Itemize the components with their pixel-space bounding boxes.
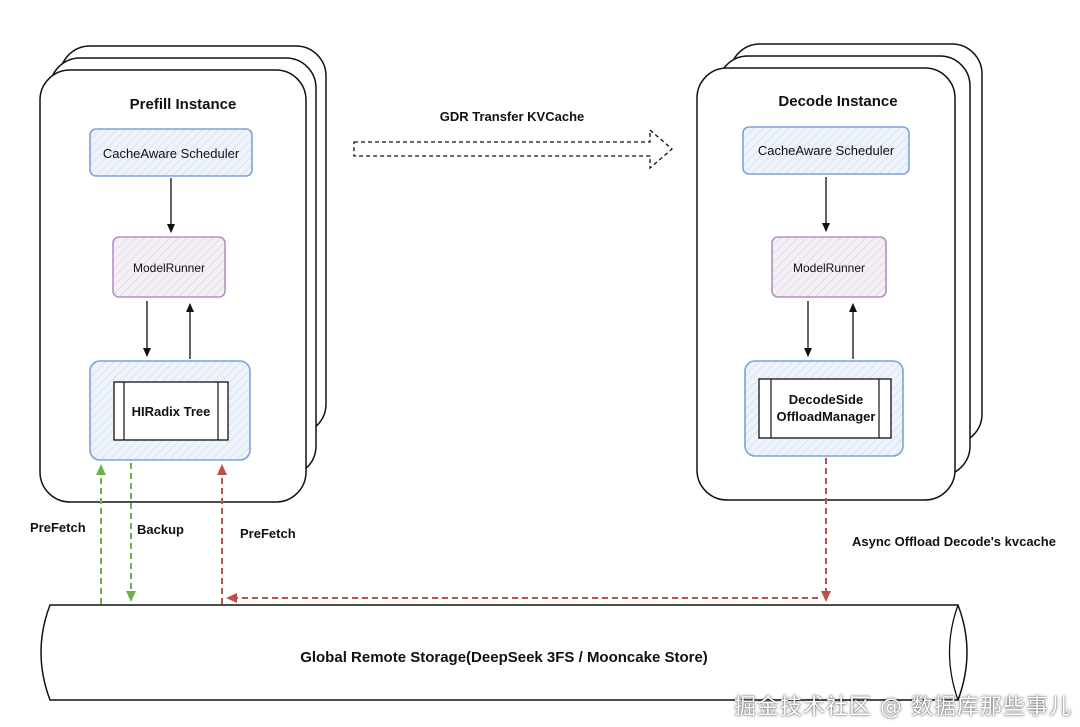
async-offload-label: Async Offload Decode's kvcache — [852, 534, 1056, 549]
gdr-transfer: GDR Transfer KVCache — [353, 109, 673, 170]
gdr-transfer-label: GDR Transfer KVCache — [440, 109, 585, 124]
prefill-modelrunner-box: ModelRunner — [112, 236, 226, 298]
decode-scheduler-label: CacheAware Scheduler — [758, 143, 895, 158]
gdr-transfer-arrow — [353, 128, 673, 170]
prefetch-red-label: PreFetch — [240, 526, 296, 541]
watermark: 掘金技术社区 @ 数据库那些事儿 — [734, 695, 1072, 720]
decode-offload-box: DecodeSide OffloadManager — [744, 360, 904, 457]
prefill-title: Prefill Instance — [130, 96, 237, 113]
decode-instance: Decode Instance CacheAware Scheduler Mod… — [696, 43, 983, 501]
decode-offload-label-line1: DecodeSide — [789, 392, 863, 407]
prefill-scheduler-label: CacheAware Scheduler — [103, 146, 240, 161]
prefill-modelrunner-label: ModelRunner — [133, 261, 205, 275]
prefill-hiradix-box: HIRadix Tree — [89, 360, 251, 461]
prefill-instance: Prefill Instance CacheAware Scheduler Mo… — [39, 45, 327, 503]
decode-modelrunner-box: ModelRunner — [771, 236, 887, 298]
decode-title: Decode Instance — [778, 93, 897, 110]
prefetch-green-label: PreFetch — [30, 520, 86, 535]
prefill-scheduler-box: CacheAware Scheduler — [89, 128, 253, 177]
backup-label: Backup — [137, 522, 184, 537]
decode-scheduler-box: CacheAware Scheduler — [742, 126, 910, 175]
decode-offload-label-line2: OffloadManager — [777, 409, 876, 424]
global-remote-storage: Global Remote Storage(DeepSeek 3FS / Moo… — [40, 604, 968, 701]
storage-label: Global Remote Storage(DeepSeek 3FS / Moo… — [300, 649, 708, 666]
decode-modelrunner-label: ModelRunner — [793, 261, 865, 275]
prefill-hiradix-label: HIRadix Tree — [132, 404, 211, 419]
